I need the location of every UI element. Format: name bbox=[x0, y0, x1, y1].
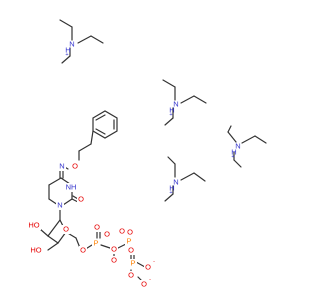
phosphoryl-oxygen-beta-label: O bbox=[127, 228, 133, 237]
phosphorus-beta-label: P bbox=[126, 237, 131, 246]
positive-charge-label: + bbox=[65, 52, 68, 58]
positive-charge-label: + bbox=[169, 112, 172, 118]
triethylammonium-cation-2: N H + bbox=[162, 79, 207, 126]
phosphorus-alpha-label: P bbox=[93, 239, 98, 248]
ammonium-hydrogen-label: H bbox=[169, 106, 174, 115]
ammonium-hydrogen-label: H bbox=[169, 184, 174, 193]
positive-charge-label: + bbox=[231, 154, 234, 160]
ribose-ring bbox=[39, 209, 81, 251]
carbonyl-oxygen-label: O bbox=[78, 195, 84, 204]
triethylammonium-cation-4: N H + bbox=[164, 156, 206, 202]
ammonium-nitrogen-label: N bbox=[173, 178, 178, 187]
hydroxyl-3-label: HO bbox=[30, 246, 41, 255]
chemical-structure-diagram: N H + N H + N H + N H + bbox=[27, 19, 267, 289]
imine-nitrogen-label: N bbox=[59, 162, 64, 171]
ring-nitrogen-label: N bbox=[57, 201, 62, 210]
phosphorus-gamma-label: P bbox=[130, 259, 135, 268]
hydroxyl-2-label: HO bbox=[28, 221, 39, 230]
phenyl-ring bbox=[92, 110, 118, 139]
bridge-oxygen-3-label: O bbox=[111, 256, 117, 265]
ammonium-nitrogen-label: N bbox=[173, 100, 178, 109]
triethylammonium-cation-3: N H + bbox=[227, 125, 267, 168]
ring-nh-label: NH bbox=[66, 183, 77, 192]
terminal-oxygen-2-label: O bbox=[128, 271, 134, 280]
phosphoryl-oxygen-gamma-label: O bbox=[128, 246, 134, 255]
ammonium-hydrogen-label: H bbox=[65, 46, 70, 55]
negative-charge-label: - bbox=[149, 277, 151, 283]
ribose-oxygen-label: O bbox=[63, 225, 69, 234]
bridge-oxygen-2-label: O bbox=[111, 245, 117, 254]
bridge-oxygen-1-label: O bbox=[80, 246, 86, 255]
phosphoryl-oxygen-alpha-label: O bbox=[94, 223, 100, 232]
negative-charge-label: - bbox=[153, 259, 155, 265]
ammonium-nitrogen-label: N bbox=[69, 40, 74, 49]
ammonium-nitrogen-label: N bbox=[235, 142, 240, 151]
ammonium-hydrogen-label: H bbox=[231, 148, 236, 157]
ether-oxygen-label: O bbox=[72, 162, 78, 171]
positive-charge-label: + bbox=[169, 190, 172, 196]
triethylammonium-cation-1: N H + bbox=[59, 19, 104, 64]
phosphoryl-oxygen-beta-2-label: O bbox=[119, 227, 125, 236]
anion-atom-labels: O N NH O N O HO HO O P O O O O P O O bbox=[27, 162, 155, 289]
terminal-oxygen-3-label: O bbox=[141, 280, 147, 289]
terminal-oxygen-1-label: O bbox=[145, 263, 151, 272]
phosphoryl-oxygen-alpha-2-label: O bbox=[104, 230, 110, 239]
